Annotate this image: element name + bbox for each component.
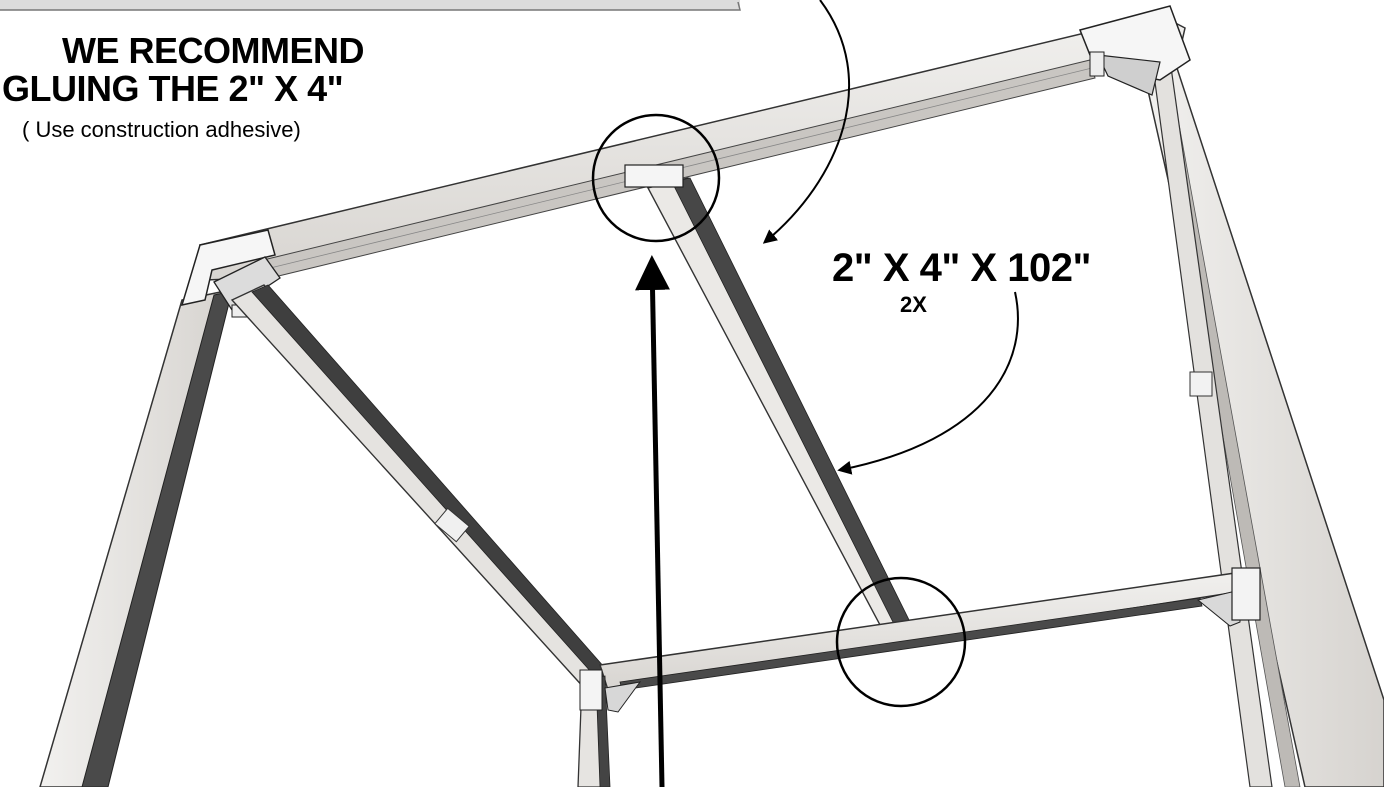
pointer-arrow-vertical — [635, 255, 671, 787]
bottom-beam — [599, 567, 1261, 691]
torn-edge — [0, 0, 741, 11]
left-rafter — [230, 284, 614, 691]
lower-left-post — [577, 669, 642, 787]
pointer-arrow-top — [762, 0, 851, 244]
adhesive-note: ( Use construction adhesive) — [22, 117, 301, 142]
recommend-heading-line1: WE RECOMMEND — [62, 30, 365, 71]
detail-circle-top — [591, 113, 721, 243]
pointer-arrow-dimension — [837, 291, 1019, 475]
left-post — [39, 289, 233, 787]
detail-circle-bottom — [835, 576, 967, 708]
lumber-dimension-label: 2" X 4" X 102" — [832, 246, 1091, 290]
quantity-label: 2X — [900, 292, 927, 317]
corner-plate-right — [1078, 5, 1191, 96]
recommend-heading-line2: GLUING THE 2" X 4" — [2, 68, 344, 109]
